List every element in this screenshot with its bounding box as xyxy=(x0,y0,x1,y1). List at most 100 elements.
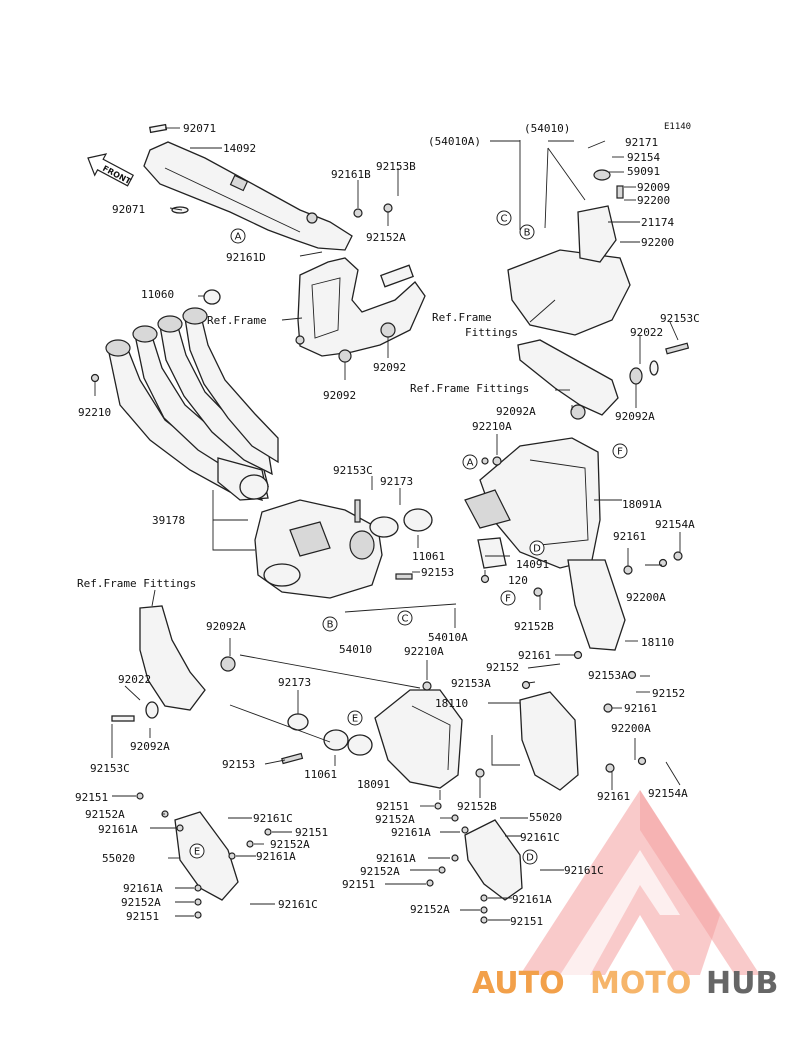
fasteners xyxy=(90,185,690,924)
part-label-14092: 14092 xyxy=(223,142,256,155)
part-label-55020: 55020 xyxy=(102,852,135,865)
exhaust-header-pipes xyxy=(105,307,279,501)
ref-circle-ring xyxy=(189,843,205,859)
part-label-59091: 59091 xyxy=(627,165,660,178)
part-label-11061: 11061 xyxy=(412,550,445,563)
frame-bracket xyxy=(295,257,426,363)
cover-55020-left xyxy=(174,811,239,901)
part-label-92092a: 92092A xyxy=(130,740,170,753)
part-label-18091a: 18091A xyxy=(622,498,662,511)
part-label-92161c: 92161C xyxy=(564,864,604,877)
part-label-92153a: 92153A xyxy=(451,677,491,690)
part-label-92200: 92200 xyxy=(637,194,670,207)
part-label-18110: 18110 xyxy=(435,697,468,710)
part-label-39178: 39178 xyxy=(152,514,185,527)
part-label-92161b: 92161B xyxy=(331,168,371,181)
ref-circle-ring xyxy=(397,610,413,626)
part-label-92161: 92161 xyxy=(518,649,551,662)
ref-circle-e: E xyxy=(347,710,363,726)
ref-circle-letter: F xyxy=(505,594,511,605)
ref-circle-letter: C xyxy=(402,614,409,625)
part-label-18091: 18091 xyxy=(357,778,390,791)
ref-circle-c: C xyxy=(496,210,512,226)
part-label-92154a: 92154A xyxy=(655,518,695,531)
part-label-92092a: 92092A xyxy=(206,620,246,633)
part-label-92210a: 92210A xyxy=(472,420,512,433)
part-label-92152: 92152 xyxy=(652,687,685,700)
rear-frame-fitting xyxy=(517,339,659,420)
part-label-92161a: 92161A xyxy=(376,852,416,865)
part-label-92161c: 92161C xyxy=(253,812,293,825)
ref-circle-ring xyxy=(230,228,246,244)
ref-circle-letter: D xyxy=(526,853,534,864)
part-label-92154: 92154 xyxy=(627,151,660,164)
part-label-92152a: 92152A xyxy=(121,896,161,909)
silencer-18091A xyxy=(464,437,601,569)
part-label-92153c: 92153C xyxy=(90,762,130,775)
part-label-92152a: 92152A xyxy=(85,808,125,821)
part-label-ref-frame-fittings: Ref.Frame Fittings xyxy=(77,577,196,590)
collector-39178 xyxy=(254,499,433,599)
part-label-92151: 92151 xyxy=(295,826,328,839)
ref-circle-ring xyxy=(462,454,478,470)
ref-circle-d: D xyxy=(522,849,538,865)
ref-circle-ring xyxy=(522,849,538,865)
part-label-92151: 92151 xyxy=(342,878,375,891)
watermark-logo xyxy=(520,790,760,975)
part-label-92153b: 92153B xyxy=(376,160,416,173)
leader-lines xyxy=(94,127,681,921)
part-label-92092a: 92092A xyxy=(615,410,655,423)
ref-circle-b: B xyxy=(519,224,535,240)
part-label-92152a: 92152A xyxy=(366,231,406,244)
part-label-120: 120 xyxy=(508,574,528,587)
ref-circle-e: E xyxy=(189,843,205,859)
ref-circle-ring xyxy=(529,540,545,556)
part-label-92173: 92173 xyxy=(380,475,413,488)
part-label-92161: 92161 xyxy=(597,790,630,803)
watermark-auto: AUTO xyxy=(472,966,565,1001)
part-label-92200: 92200 xyxy=(641,236,674,249)
part-label-92152a: 92152A xyxy=(375,813,415,826)
part-label-21174: 21174 xyxy=(641,216,674,229)
part-label-92152: 92152 xyxy=(486,661,519,674)
part-label-92092a: 92092A xyxy=(496,405,536,418)
battery-case-bracket xyxy=(507,140,631,336)
part-label-92161: 92161 xyxy=(624,702,657,715)
part-label-92151: 92151 xyxy=(510,915,543,928)
part-label-92210: 92210 xyxy=(78,406,111,419)
part-label-92171: 92171 xyxy=(625,136,658,149)
part-label-92153a: 92153A xyxy=(588,669,628,682)
part-label-92200a: 92200A xyxy=(611,722,651,735)
watermark-hub: HUB xyxy=(706,966,778,1001)
part-label-14091: 14091 xyxy=(516,558,549,571)
part-label-92151: 92151 xyxy=(126,910,159,923)
ref-circle-ring xyxy=(347,710,363,726)
part-label-92161: 92161 xyxy=(613,530,646,543)
silencer-cover-18110 xyxy=(567,559,626,651)
ref-circle-letter: E xyxy=(194,847,200,858)
part-label-92161a: 92161A xyxy=(256,850,296,863)
ref-circle-letter: B xyxy=(327,620,334,631)
part-label-92151: 92151 xyxy=(376,800,409,813)
part-label-92161c: 92161C xyxy=(520,831,560,844)
part-label-11061: 11061 xyxy=(304,768,337,781)
ref-circle-letter: C xyxy=(501,214,508,225)
part-label-92161c: 92161C xyxy=(278,898,318,911)
watermark-moto: MOTO xyxy=(590,966,691,1001)
ref-circle-letter: A xyxy=(467,458,474,469)
part-label-fittings: Fittings xyxy=(465,326,518,339)
part-label-92173: 92173 xyxy=(278,676,311,689)
heat-shield-14092 xyxy=(143,123,353,251)
ref-circle-ring xyxy=(612,443,628,459)
part-label-92153: 92153 xyxy=(222,758,255,771)
part-label-92154a: 92154A xyxy=(648,787,688,800)
left-frame-fitting xyxy=(111,605,236,722)
ref-circle-letter: F xyxy=(617,447,623,458)
ref-circle-ring xyxy=(500,590,516,606)
part-label-92151: 92151 xyxy=(75,791,108,804)
ref-circle-c: C xyxy=(397,610,413,626)
part-label-92200a: 92200A xyxy=(626,591,666,604)
ref-circle-ring xyxy=(322,616,338,632)
